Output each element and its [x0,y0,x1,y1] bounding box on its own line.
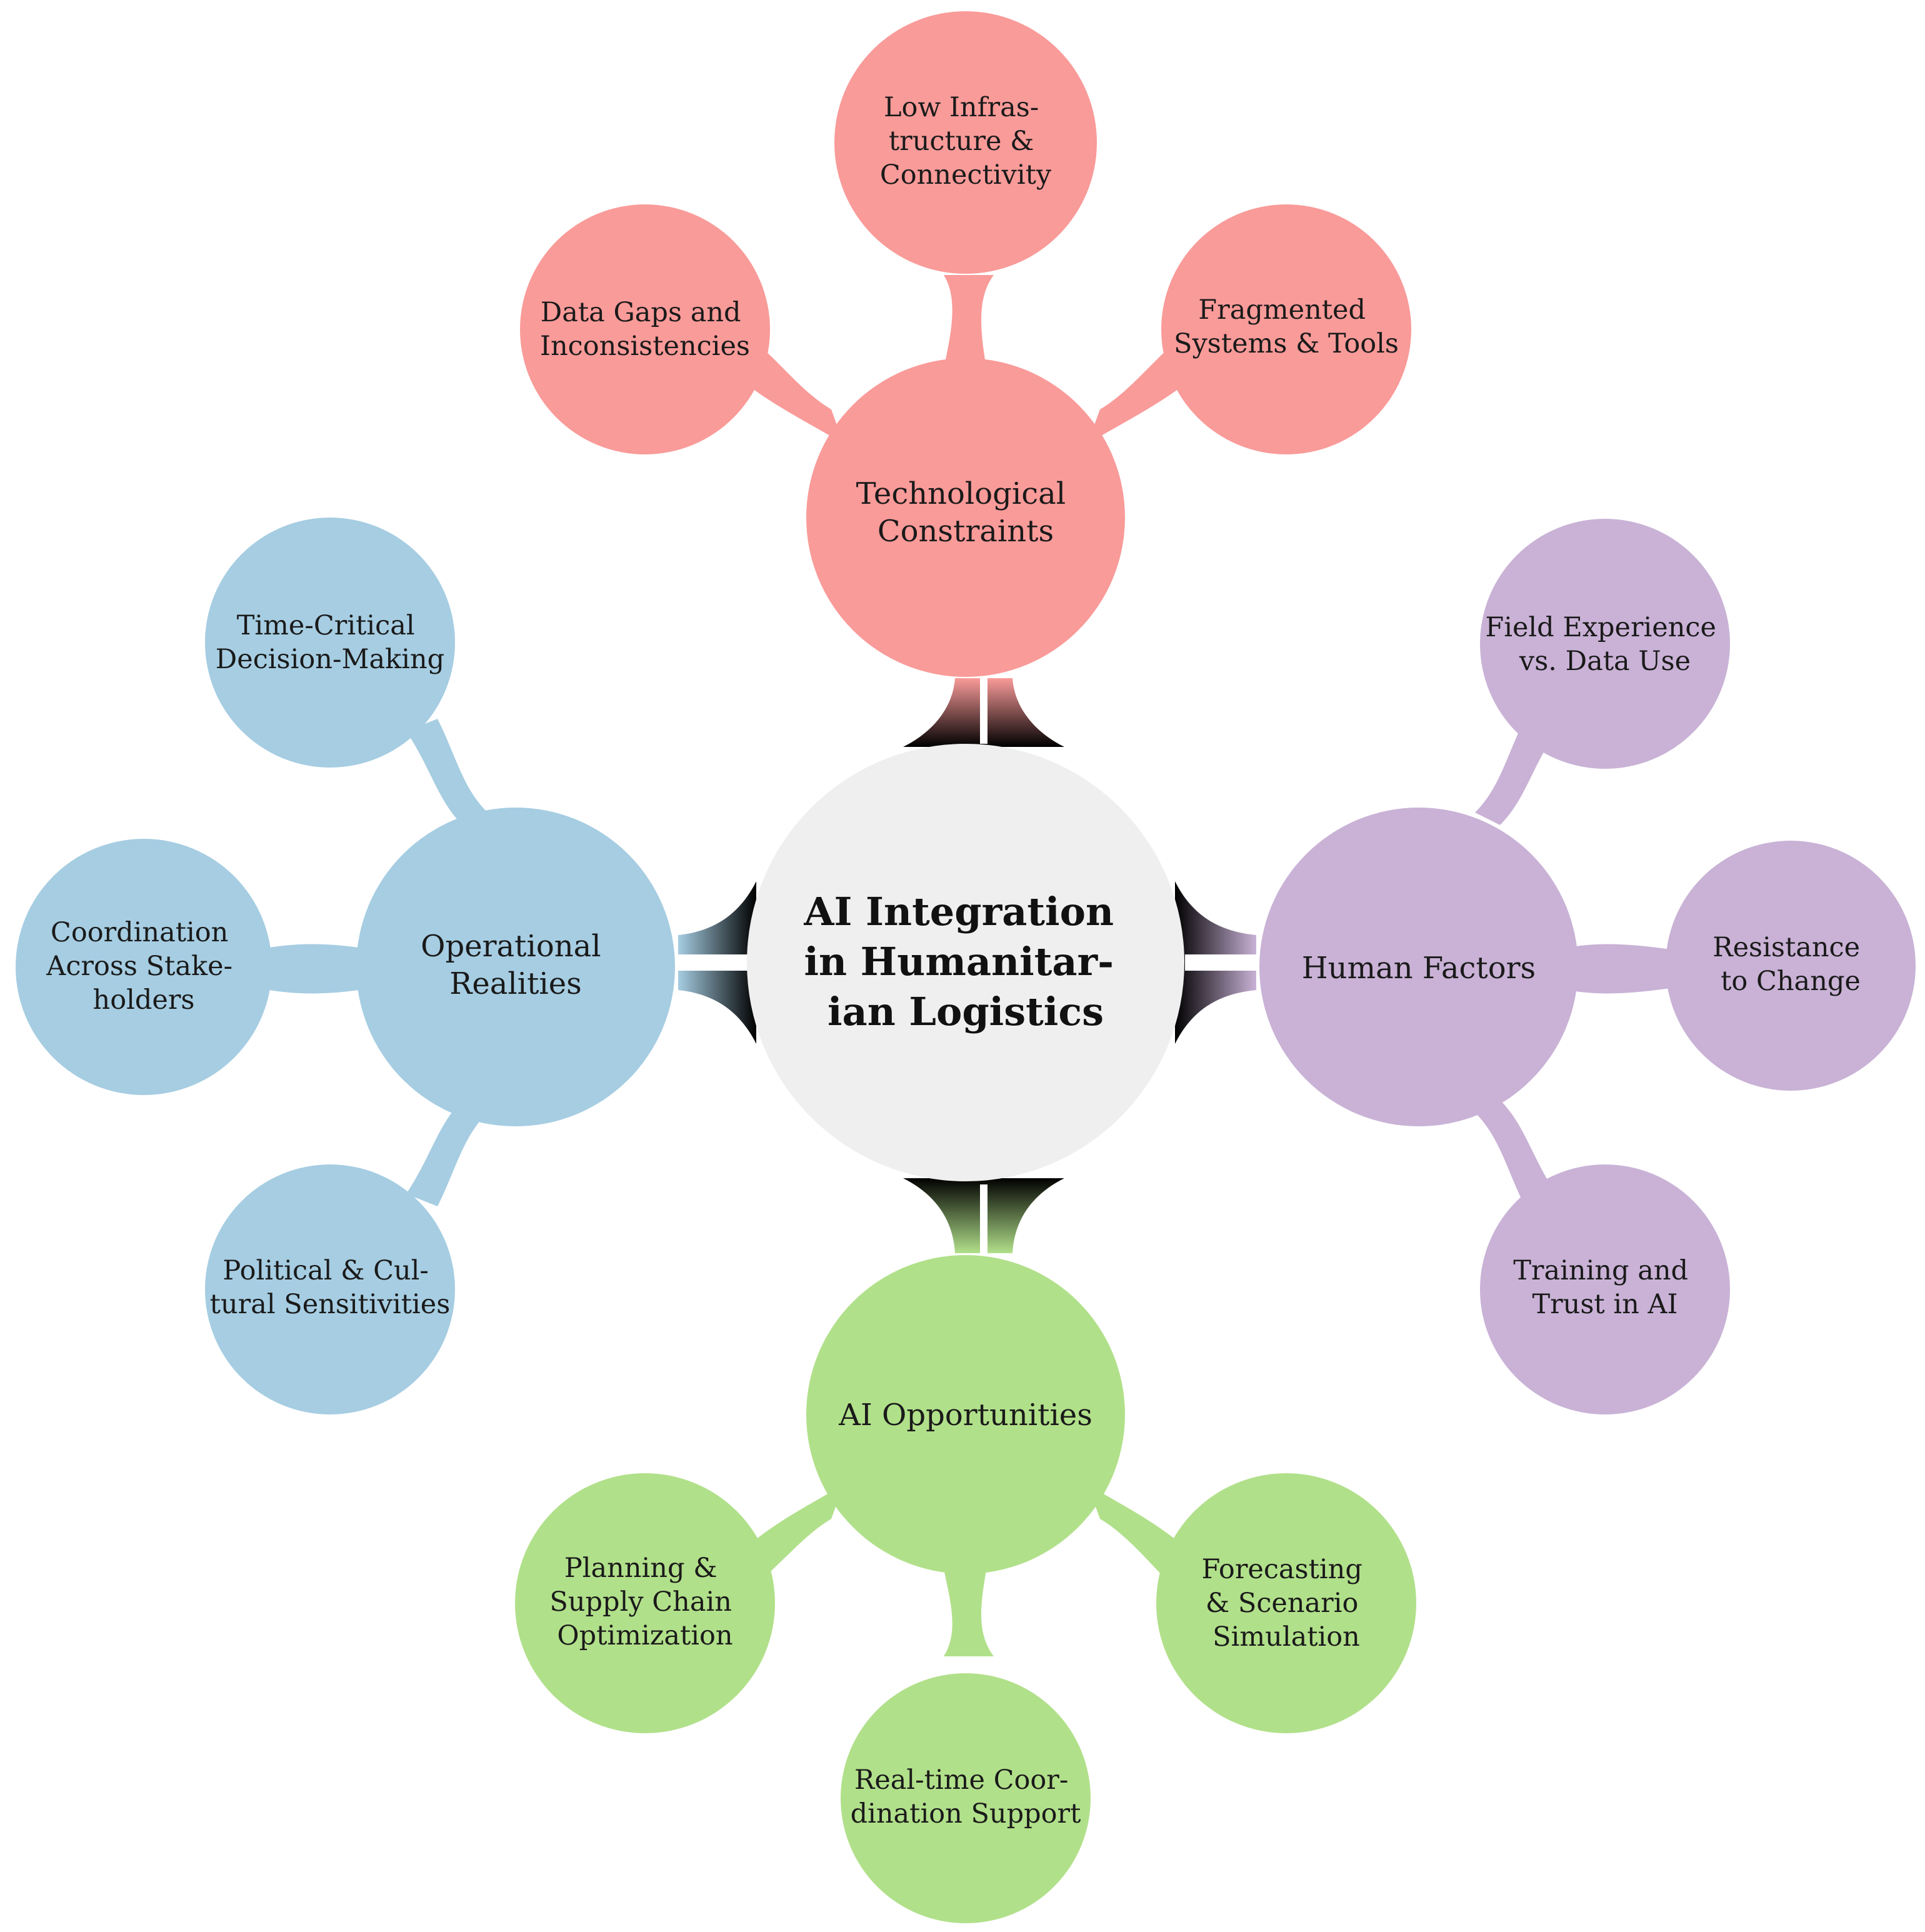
main-label-human-line: Human Factors [1302,951,1536,986]
connector-ai [903,1178,1064,1253]
leaf-label-time-critical: Time-Critical Decision-Making [216,610,444,675]
branch-ai-opps: AI Opportunities Planning & Supply Chain… [515,1255,1416,1923]
leaf-node-realtime [841,1673,1091,1923]
leaf-label-resistance: Resistance to Change [1712,932,1869,997]
leaf-label-line: Across Stake- [46,951,232,982]
leaf-label-line: Low Infras- [884,92,1039,123]
leaf-label-training: Training and Trust in AI [1513,1255,1697,1320]
leaf-node-forecasting [1156,1473,1416,1733]
center-node-group: AI Integration in Humanitar- ian Logisti… [747,744,1184,1181]
leaf-label-line: & Scenario [1206,1588,1358,1619]
leaf-label-line: Simulation [1212,1621,1360,1653]
main-label-tech-line: Constraints [878,514,1054,549]
leaf-label-political: Political & Cul- tural Sensitivities [210,1255,451,1320]
leaf-label-forecasting: Forecasting & Scenario Simulation [1201,1554,1371,1653]
leaf-label-line: Political & Cul- [222,1255,429,1286]
main-label-operational-line: Operational [421,929,601,964]
branch-human: Human Factors Field Experience vs. Data … [1259,519,1916,1414]
leaf-label-line: to Change [1721,966,1861,997]
center-label: AI Integration in Humanitar- ian Logisti… [803,889,1127,1034]
leaf-label-line: Planning & [564,1553,718,1584]
leaf-node-low-infra [834,11,1097,274]
center-label-line: ian Logistics [828,989,1104,1034]
leaf-label-line: dination Support [851,1798,1081,1829]
leaf-label-planning: Planning & Supply Chain Optimization [549,1553,740,1651]
leaf-label-low-infra: Low Infras- tructure & Connectivity [880,92,1052,191]
branch-ai-opps-shape [515,1255,1416,1923]
leaf-label-line: Real-time Coor- [854,1764,1068,1796]
leaf-label-line: Systems & Tools [1174,328,1399,359]
leaf-node-data-gaps [520,204,770,454]
center-connectors [678,678,1256,1253]
main-label-human: Human Factors [1302,951,1536,986]
main-node-tech [806,358,1125,677]
leaf-label-line: tructure & [889,126,1034,157]
branch-operational-shape [16,518,675,1414]
center-node [747,744,1184,1181]
leaf-label-line: vs. Data Use [1519,646,1691,677]
leaf-node-political [205,1164,455,1414]
leaf-label-line: Connectivity [880,159,1052,191]
leaf-label-line: Training and [1513,1255,1688,1286]
leaf-node-coordination [16,839,272,1095]
leaf-label-line: Decision-Making [216,644,444,675]
leaf-node-training [1480,1164,1730,1414]
main-label-tech: Technological Constraints [856,476,1076,549]
leaf-label-field-exp: Field Experience vs. Data Use [1485,612,1724,677]
connector-tech [903,678,1064,747]
leaf-label-line: Field Experience [1485,612,1716,643]
leaf-node-fragmented [1161,204,1411,454]
leaf-node-resistance [1666,841,1916,1091]
leaf-label-realtime: Real-time Coor- dination Support [851,1764,1081,1829]
branch-operational: Operational Realities Time-Critical Deci… [16,518,675,1414]
leaf-label-fragmented: Fragmented Systems & Tools [1174,294,1399,359]
main-node-ai-opps [806,1255,1125,1574]
main-label-operational: Operational Realities [421,929,611,1001]
leaf-label-line: Time-Critical [237,610,415,641]
leaf-label-line: Inconsistencies [540,331,750,362]
leaf-label-line: Supply Chain [549,1586,732,1618]
branch-human-shape [1259,519,1916,1414]
main-label-operational-line: Realities [449,966,582,1001]
leaf-label-line: Data Gaps and [541,297,741,328]
leaf-label-line: Forecasting [1201,1554,1362,1585]
main-label-ai-opps-line: AI Opportunities [838,1398,1092,1433]
leaf-label-coordination: Coordination Across Stake- holders [46,917,241,1016]
leaf-label-line: Trust in AI [1532,1289,1678,1320]
leaf-label-line: Resistance [1712,932,1860,963]
leaf-label-line: Coordination [51,917,228,948]
connector-human [1175,881,1256,1044]
branch-tech: Technological Constraints Low Infras- tr… [520,11,1411,677]
connector-ops [678,881,756,1044]
branch-tech-shape [520,11,1411,677]
center-label-line: AI Integration [803,889,1114,934]
leaf-label-line: tural Sensitivities [210,1289,451,1320]
main-node-human [1259,808,1578,1126]
leaf-label-line: Fragmented [1198,294,1366,326]
leaf-label-line: holders [93,984,195,1016]
main-label-tech-line: Technological [856,476,1066,511]
leaf-label-data-gaps: Data Gaps and Inconsistencies [540,297,750,362]
main-label-ai-opps: AI Opportunities [838,1398,1092,1433]
main-node-operational [356,808,675,1126]
leaf-node-time-critical [205,518,455,768]
leaf-label-line: Optimization [557,1620,732,1651]
leaf-node-field-exp [1480,519,1730,769]
center-label-line: in Humanitar- [804,939,1114,984]
leaf-node-planning [515,1473,775,1733]
